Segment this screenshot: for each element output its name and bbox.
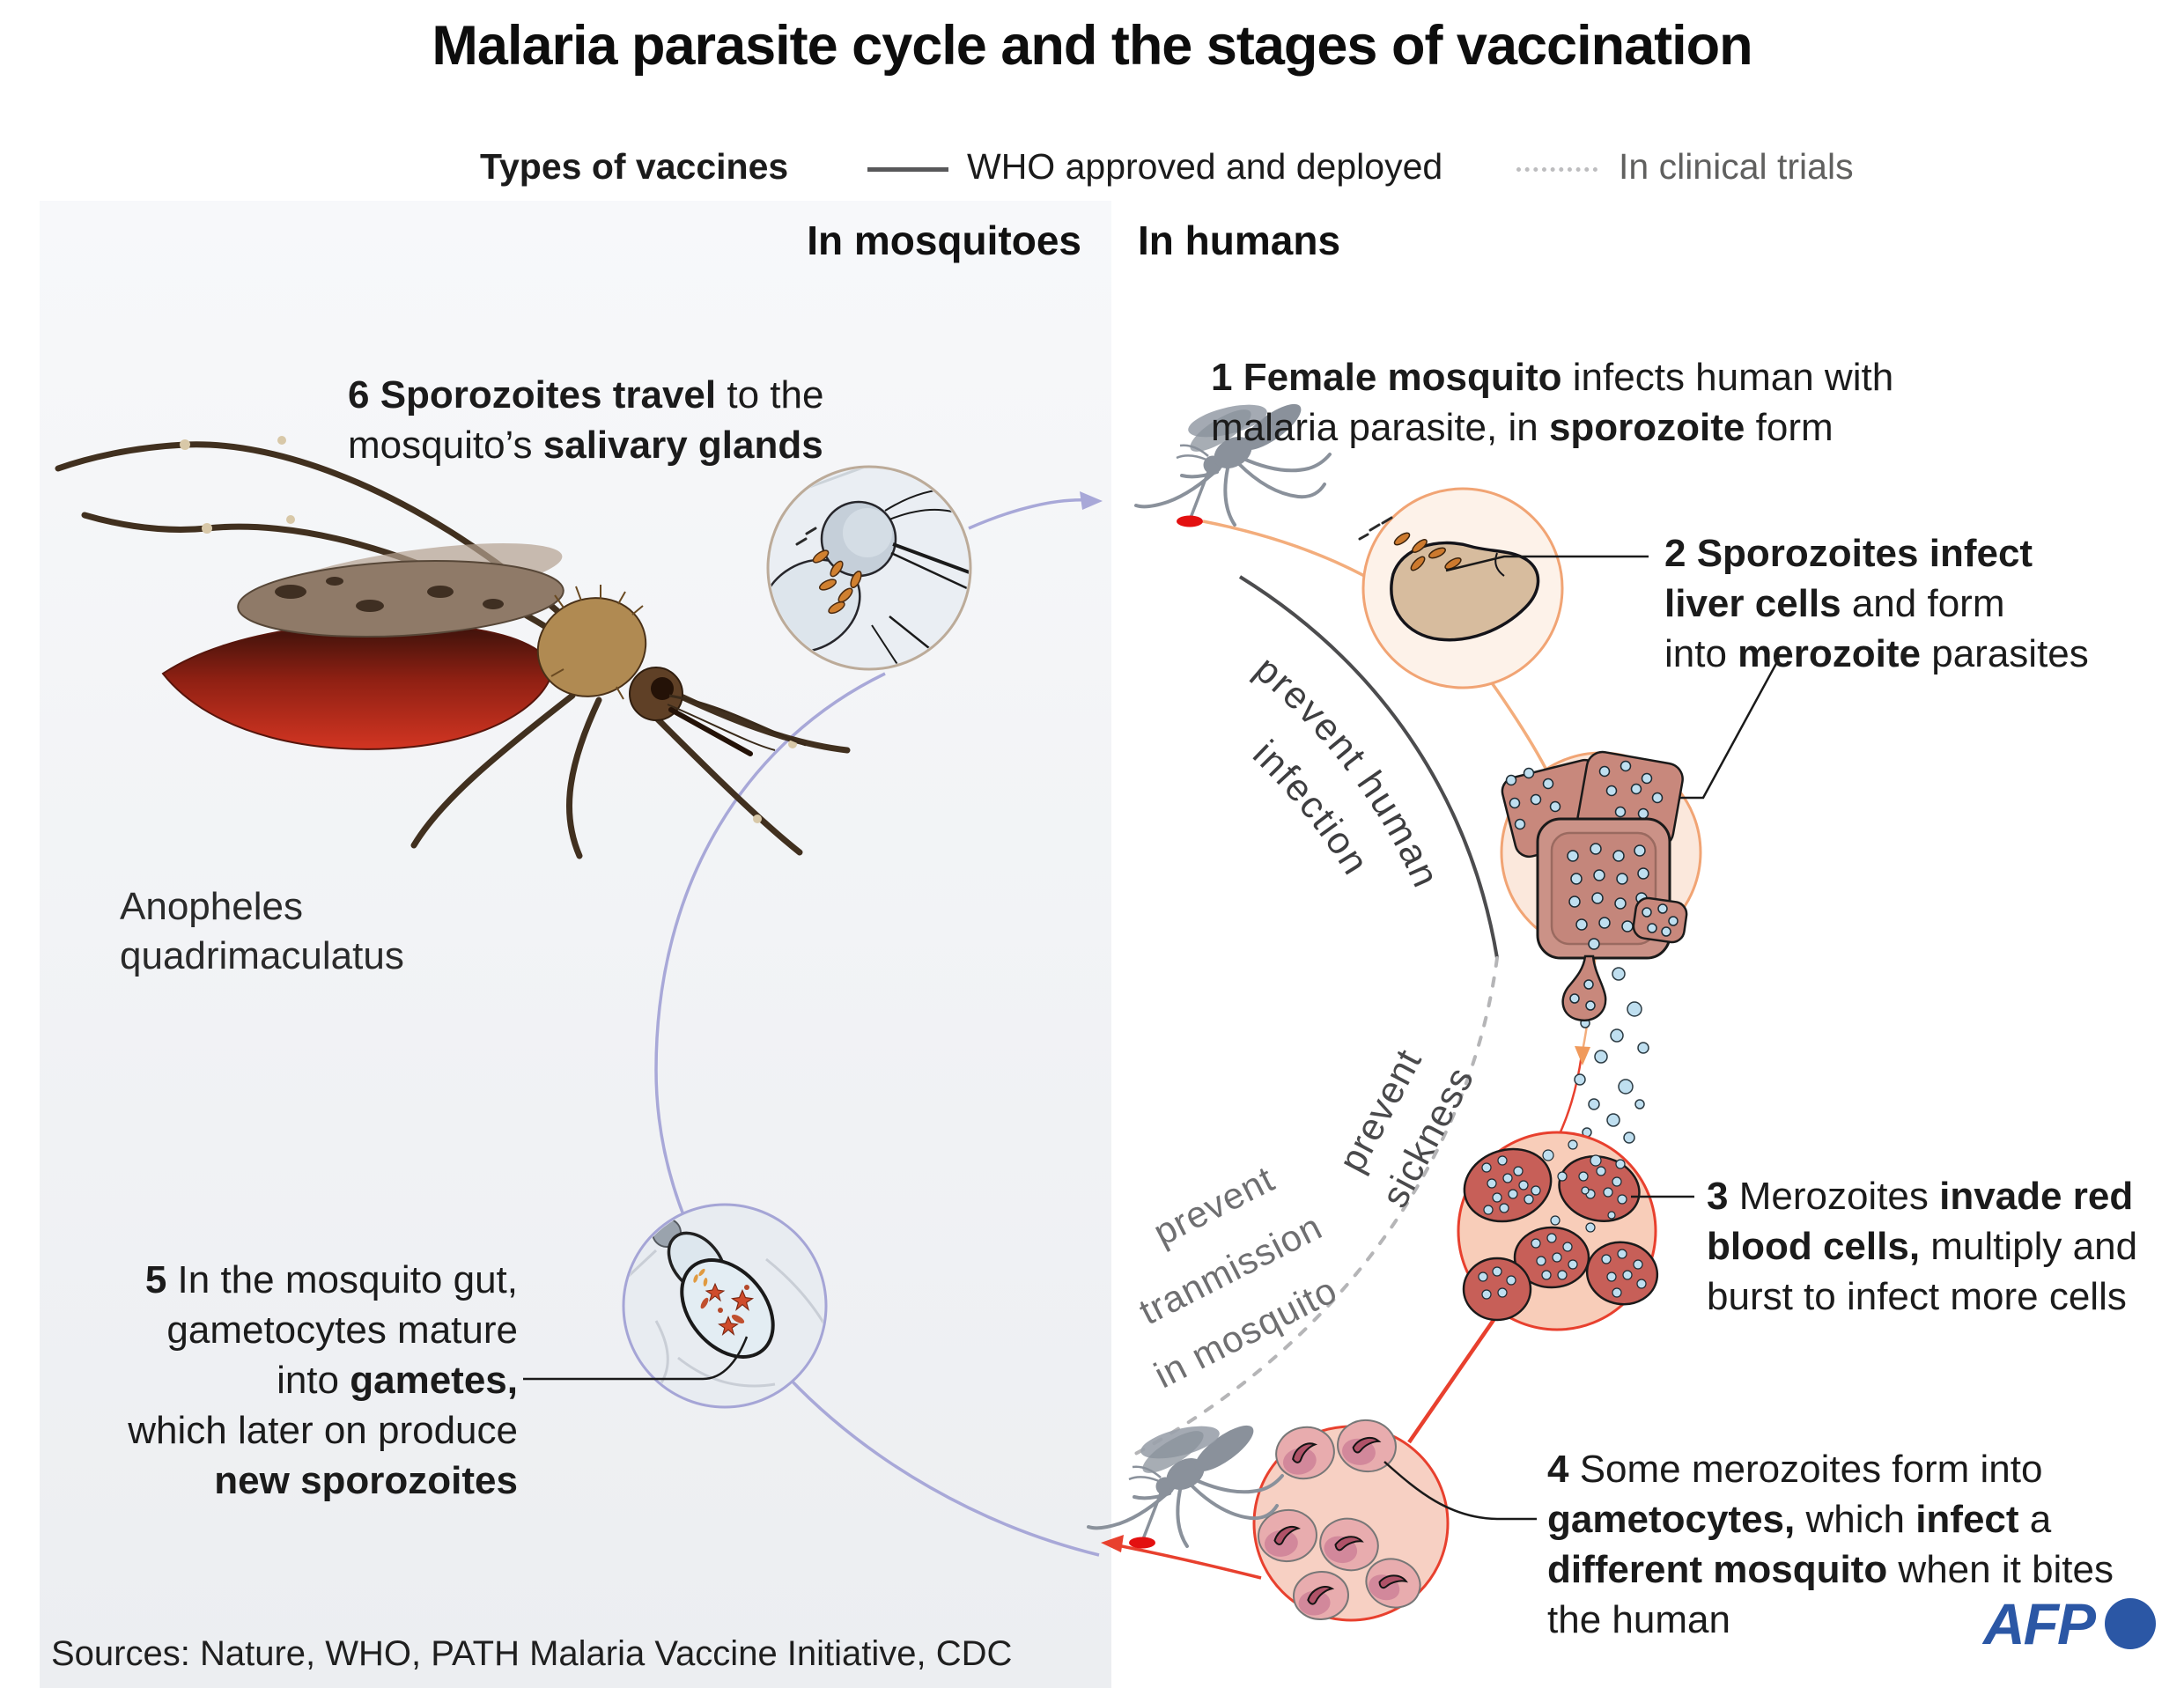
callout-step4	[1383, 1461, 1537, 1521]
step-4-text: 4 Some merozoites form into gametocytes,…	[1547, 1444, 2114, 1645]
red-arrowhead	[1101, 1535, 1124, 1552]
step-2-text: 2 Sporozoites infect liver cells and for…	[1664, 528, 2089, 679]
mosquito-wing	[237, 559, 564, 638]
step-line: the human	[1547, 1598, 1730, 1641]
liver-shape	[1390, 541, 1540, 642]
small-cell	[1632, 896, 1688, 944]
sporozoites	[812, 549, 862, 615]
sporozoite-dashes	[1358, 516, 1393, 541]
step-line: mosquito’s salivary glands	[348, 424, 823, 467]
step-line: malaria parasite, in sporozoite form	[1211, 406, 1834, 449]
afp-dot-icon	[2105, 1598, 2156, 1649]
species-line: quadrimaculatus	[120, 934, 404, 977]
step-3-text: 3 Merozoites invade red blood cells, mul…	[1707, 1171, 2137, 1322]
blood-drop	[1129, 1537, 1155, 1549]
vaccine-arc-trials	[1127, 956, 1499, 1459]
proboscis	[668, 707, 753, 756]
afp-logo: AFP	[1983, 1590, 2156, 1657]
anopheles-mosquito-illustration	[55, 436, 851, 859]
antenna	[668, 694, 807, 747]
red-blood-cells-circle	[1457, 1131, 1659, 1331]
gametocyte-cells	[1258, 1419, 1421, 1621]
liver-cells-circle	[1500, 750, 1702, 1022]
merozoite-dots	[1569, 903, 1679, 1011]
callout-merozoites	[1679, 658, 1781, 800]
salivary-glands-circle	[766, 465, 972, 671]
afp-wordmark: AFP	[1983, 1591, 2096, 1656]
step-line: 5 In the mosquito gut,	[144, 1258, 518, 1301]
mosquito-panel	[40, 201, 1111, 1688]
blood-drop	[1177, 515, 1203, 527]
merozoite-dots	[1567, 843, 1649, 950]
gametes	[700, 1283, 754, 1335]
step-line: 1 Female mosquito infects human with	[1211, 356, 1894, 399]
legend-trials-label: In clinical trials	[1619, 146, 1854, 187]
red-connector	[1407, 1309, 1502, 1444]
droplet-trail-red	[1557, 1054, 1583, 1137]
orange-dashes	[693, 1268, 708, 1286]
legend-solid-line-swatch	[867, 167, 948, 172]
head-highlight	[843, 508, 892, 557]
budding-cell	[1561, 955, 1607, 1022]
liver-cleft	[1494, 552, 1505, 577]
wing-spots	[275, 577, 504, 612]
step-line: into gametes,	[277, 1359, 518, 1402]
callout-lines	[523, 555, 1781, 1521]
legend-dotted-line-swatch	[1516, 167, 1597, 172]
gametocytes-circle	[1252, 1419, 1450, 1622]
step-line: gametocytes mature	[166, 1308, 518, 1352]
step-line: 3 Merozoites invade red	[1707, 1175, 2134, 1218]
trail-arrowhead	[1575, 1046, 1590, 1065]
callout-gametes	[523, 1336, 749, 1381]
lavender-arrowhead	[1080, 491, 1103, 510]
schizont-inner	[1550, 831, 1657, 946]
step-line: which later on produce	[128, 1409, 518, 1452]
sporozoites	[1393, 532, 1462, 571]
step-line: blood cells, multiply and	[1707, 1225, 2138, 1268]
mosquito-thorax	[536, 597, 647, 697]
mosquito-eye	[651, 677, 674, 700]
arc-labels: prevent human infection prevent sickness…	[1133, 648, 1482, 1397]
sporozoite-dashes	[795, 527, 817, 546]
legend-approved-label: WHO approved and deployed	[967, 146, 1443, 187]
step-line: 2 Sporozoites infect	[1664, 532, 2033, 575]
column-header-humans: In humans	[1138, 217, 1341, 263]
sketch-lines	[625, 1249, 824, 1388]
liver-circle	[1358, 487, 1564, 689]
antenna	[667, 704, 776, 751]
cycle-paths	[654, 491, 1597, 1580]
step-5-text: 5 In the mosquito gut, gametocytes matur…	[79, 1255, 518, 1506]
step-1-text: 1 Female mosquito infects human with mal…	[1211, 352, 1893, 453]
callout-step2	[1445, 555, 1649, 572]
step-line: into merozoite parasites	[1664, 632, 2089, 675]
step-line: gametocytes, which infect a	[1547, 1498, 2052, 1541]
step-line: 4 Some merozoites form into	[1547, 1448, 2043, 1491]
step-6-text: 6 Sporozoites travel to the mosquito’s s…	[348, 370, 823, 470]
species-line: Anopheles	[120, 885, 303, 928]
page-title: Malaria parasite cycle and the stages of…	[432, 15, 1752, 77]
step-line: burst to infect more cells	[1707, 1275, 2127, 1318]
mosquito-gut-circle	[622, 1203, 828, 1409]
lavender-arrow-line	[968, 498, 1089, 530]
thorax-fur	[550, 585, 644, 700]
sources-note: Sources: Nature, WHO, PATH Malaria Vacci…	[51, 1634, 1013, 1673]
step-line: liver cells and form	[1664, 582, 2005, 625]
lavender-cycle-arc	[654, 672, 1100, 1557]
merozoite-dots	[1478, 1139, 1647, 1300]
step-line: different mosquito when it bites	[1547, 1548, 2114, 1591]
merozoite-dots	[1505, 760, 1664, 830]
column-header-mosquitoes: In mosquitoes	[807, 217, 1081, 263]
step-line: new sporozoites	[214, 1459, 518, 1502]
legend-types-label: Types of vaccines	[480, 146, 789, 187]
vaccine-arc-approved	[1238, 575, 1499, 959]
red-return-line	[1112, 1543, 1262, 1580]
step-line: 6 Sporozoites travel to the	[348, 373, 824, 416]
species-label: Anopheles quadrimaculatus	[120, 882, 404, 981]
